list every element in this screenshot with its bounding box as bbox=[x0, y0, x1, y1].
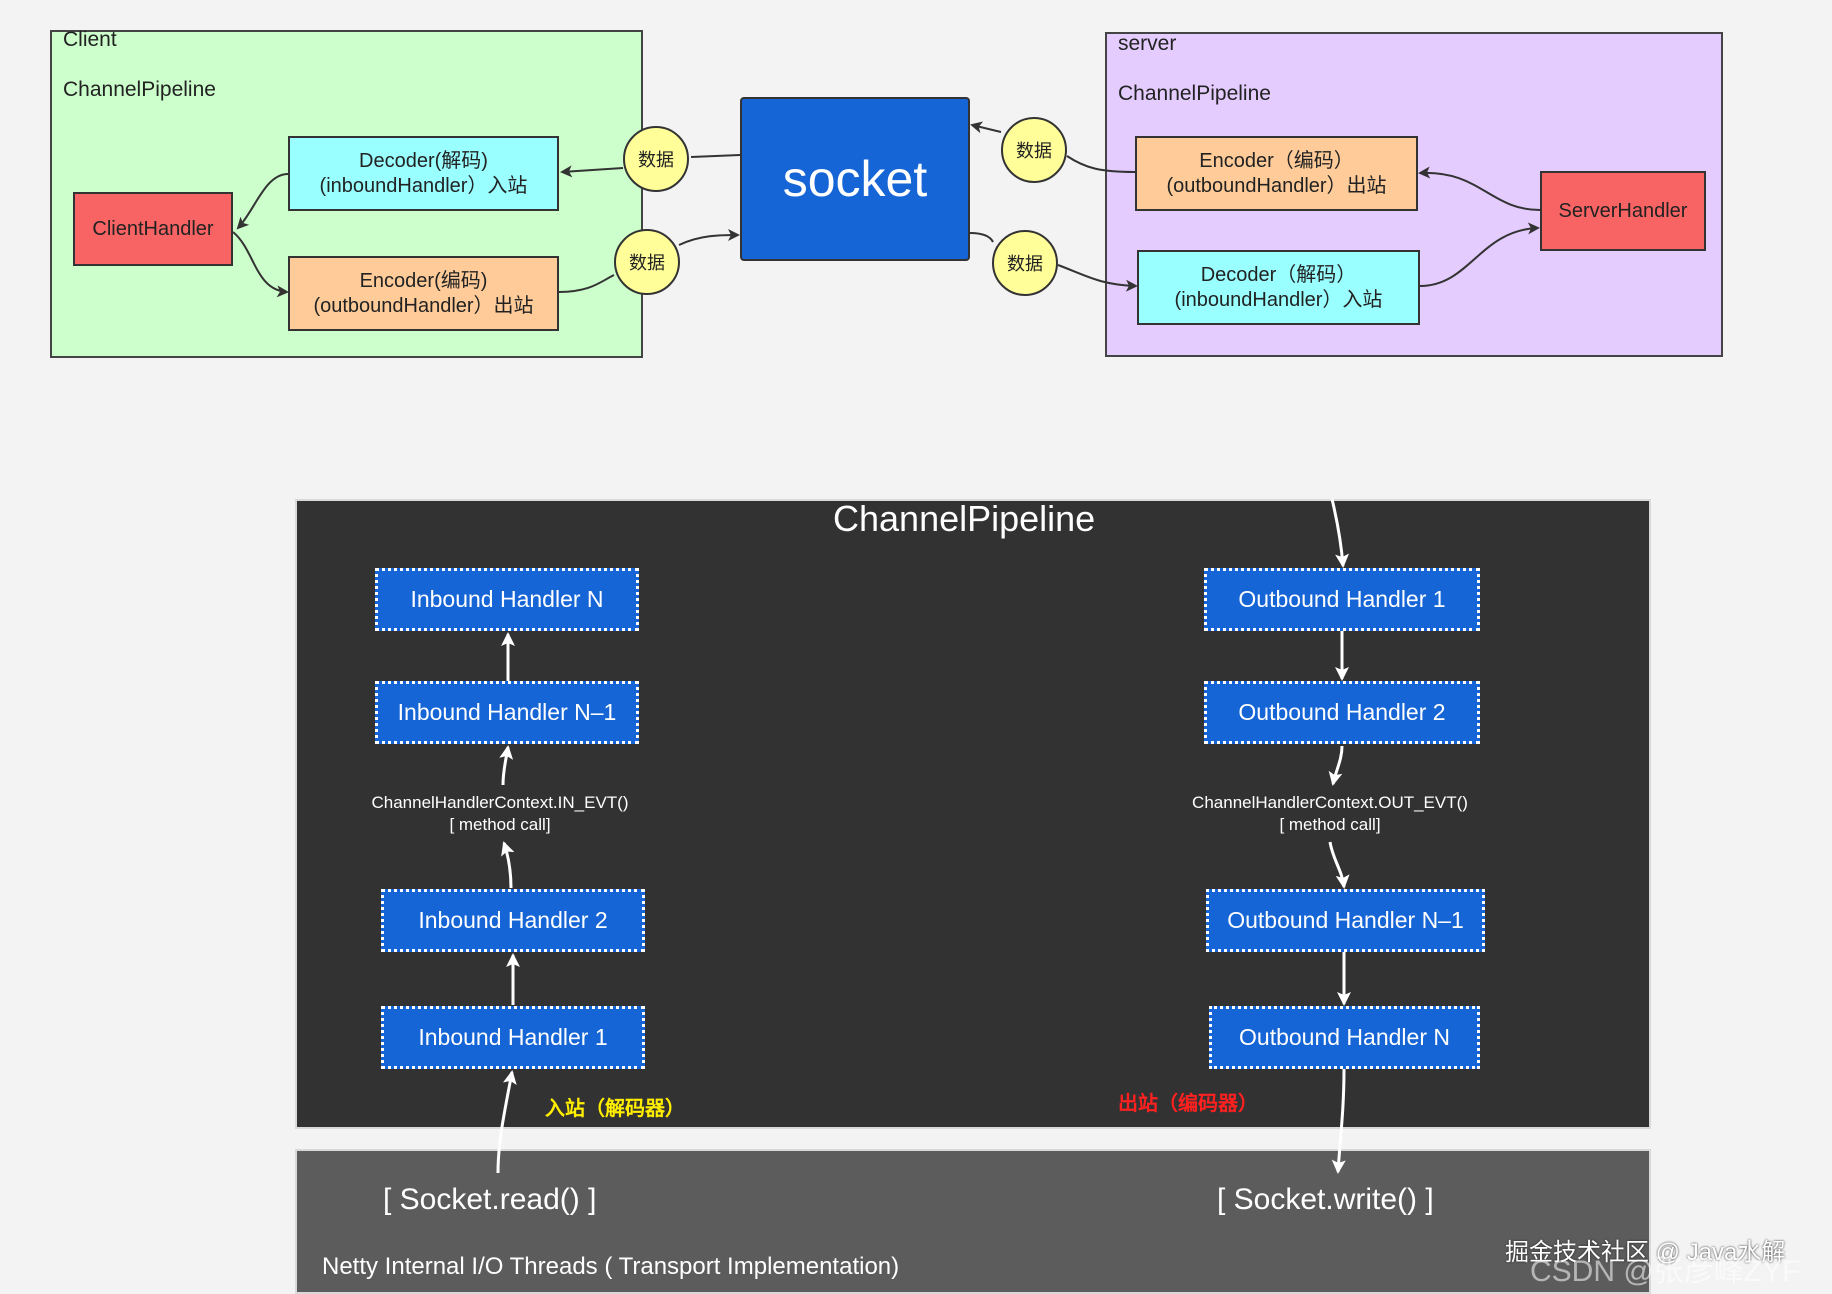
server-decoder: Decoder（解码） (inboundHandler）入站 bbox=[1137, 250, 1420, 325]
data-bubble: 数据 bbox=[614, 229, 680, 295]
outbound-handler-label: Outbound Handler 1 bbox=[1238, 586, 1446, 612]
data-bubble-label: 数据 bbox=[1007, 254, 1043, 274]
server-pipeline-label: ChannelPipeline bbox=[1118, 82, 1271, 105]
arrow-outn-to-write bbox=[1331, 1068, 1346, 1174]
arrow-entry-to-out1 bbox=[1330, 498, 1350, 568]
inbound-handler: Inbound Handler N bbox=[375, 568, 639, 631]
outbound-handler: Outbound Handler N bbox=[1209, 1006, 1480, 1069]
arrow-in2-to-ctx bbox=[501, 841, 515, 889]
client-encoder-line2: (outboundHandler）出站 bbox=[313, 294, 534, 317]
arrow-decoder-to-serverhandler bbox=[1419, 222, 1540, 287]
client-decoder-line2: (inboundHandler）入站 bbox=[319, 174, 528, 197]
outbound-handler-label: Outbound Handler N bbox=[1239, 1024, 1450, 1050]
outbound-context-call: ChannelHandlerContext.OUT_EVT() [ method… bbox=[1170, 792, 1490, 836]
client-handler-label: ClientHandler bbox=[92, 217, 214, 240]
server-label: server bbox=[1118, 32, 1177, 55]
socket-write: [ Socket.write() ] bbox=[1217, 1183, 1434, 1216]
arrow-decoder-to-clienthandler bbox=[236, 173, 289, 230]
client-decoder-line1: Decoder(解码) bbox=[359, 149, 488, 172]
outbound-handler: Outbound Handler 1 bbox=[1204, 568, 1480, 631]
outbound-handler: Outbound Handler N–1 bbox=[1206, 889, 1485, 952]
data-bubble: 数据 bbox=[623, 126, 689, 192]
inbound-handler-label: Inbound Handler N–1 bbox=[397, 699, 617, 725]
socket-read: [ Socket.read() ] bbox=[383, 1183, 597, 1216]
arrow-out2-to-ctx bbox=[1328, 745, 1344, 786]
data-bubble-label: 数据 bbox=[629, 253, 665, 273]
arrow-read-to-in1 bbox=[496, 1070, 517, 1174]
watermark-csdn: CSDN @张彦峰ZYF bbox=[1530, 1255, 1801, 1288]
client-encoder-line1: Encoder(编码) bbox=[359, 269, 488, 292]
inbound-handler: Inbound Handler 1 bbox=[381, 1006, 645, 1069]
outbound-handler: Outbound Handler 2 bbox=[1204, 681, 1480, 744]
arrow-encoder-to-server-bubble bbox=[1066, 155, 1136, 173]
arrow-encoder-to-client-bubble bbox=[558, 274, 615, 293]
client-encoder: Encoder(编码) (outboundHandler）出站 bbox=[288, 256, 559, 331]
io-footer: Netty Internal I/O Threads ( Transport I… bbox=[322, 1253, 900, 1280]
client-handler: ClientHandler bbox=[73, 192, 233, 266]
outbound-context-line2: [ method call] bbox=[1279, 815, 1381, 834]
socket-box: socket bbox=[740, 97, 970, 261]
inbound-context-line2: [ method call] bbox=[449, 815, 551, 834]
arrow-server-bubble-to-decoder bbox=[1057, 264, 1138, 292]
inbound-context-line1: ChannelHandlerContext.IN_EVT() bbox=[371, 793, 629, 812]
arrow-ctx-to-out-n1 bbox=[1328, 841, 1350, 889]
inbound-handler-label: Inbound Handler 1 bbox=[418, 1024, 608, 1050]
arrow-client-bubble-to-decoder bbox=[560, 165, 624, 178]
server-handler-label: ServerHandler bbox=[1558, 199, 1688, 222]
arrow-socket-to-server-bubble bbox=[969, 232, 994, 243]
outbound-note: 出站（编码器） bbox=[1118, 1093, 1258, 1115]
watermark-juejin: 掘金技术社区 @ Java水解 bbox=[1505, 1239, 1786, 1266]
data-bubble-label: 数据 bbox=[638, 150, 674, 170]
client-decoder: Decoder(解码) (inboundHandler）入站 bbox=[288, 136, 559, 211]
server-encoder-line2: (outboundHandler）出站 bbox=[1166, 174, 1387, 197]
inbound-handler-label: Inbound Handler N bbox=[410, 586, 604, 612]
inbound-handler: Inbound Handler 2 bbox=[381, 889, 645, 952]
arrow-serverhandler-to-encoder bbox=[1418, 166, 1541, 211]
data-bubble-label: 数据 bbox=[1016, 141, 1052, 161]
inbound-handler-label: Inbound Handler 2 bbox=[418, 907, 608, 933]
inbound-handler: Inbound Handler N–1 bbox=[375, 681, 639, 744]
outbound-context-line1: ChannelHandlerContext.OUT_EVT() bbox=[1192, 793, 1468, 812]
io-panel bbox=[295, 1149, 1651, 1294]
inbound-context-call: ChannelHandlerContext.IN_EVT() [ method … bbox=[350, 792, 650, 836]
data-bubble: 数据 bbox=[992, 230, 1058, 296]
arrow-server-bubble-to-socket bbox=[970, 121, 1002, 134]
server-encoder-line1: Encoder（编码） bbox=[1199, 149, 1354, 172]
socket-label: socket bbox=[782, 151, 928, 207]
server-encoder: Encoder（编码） (outboundHandler）出站 bbox=[1135, 136, 1418, 211]
arrow-socket-to-client-bubble bbox=[690, 154, 741, 158]
server-handler: ServerHandler bbox=[1540, 171, 1706, 251]
pipeline-title: ChannelPipeline bbox=[833, 498, 1096, 539]
server-decoder-line1: Decoder（解码） bbox=[1200, 263, 1357, 286]
data-bubble: 数据 bbox=[1001, 117, 1067, 183]
client-pipeline-label: ChannelPipeline bbox=[63, 78, 216, 101]
arrow-clienthandler-to-encoder bbox=[232, 231, 289, 298]
client-label: Client bbox=[63, 28, 117, 51]
inbound-note: 入站（解码器） bbox=[545, 1098, 685, 1120]
server-decoder-line2: (inboundHandler）入站 bbox=[1174, 288, 1383, 311]
arrow-ctx-to-in-n1 bbox=[499, 745, 514, 786]
outbound-handler-label: Outbound Handler 2 bbox=[1238, 699, 1446, 725]
arrow-client-bubble-to-socket bbox=[678, 229, 740, 246]
outbound-handler-label: Outbound Handler N–1 bbox=[1227, 907, 1464, 933]
